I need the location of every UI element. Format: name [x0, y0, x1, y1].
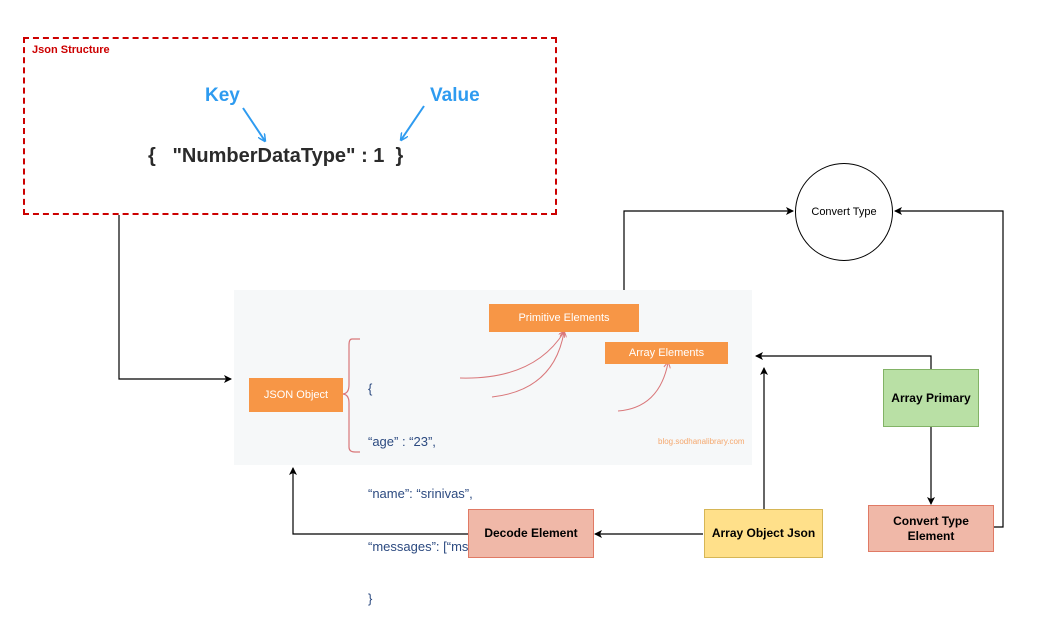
json-structure-group[interactable]: Json Structure — [23, 37, 557, 215]
convert-type-node[interactable]: Convert Type — [795, 163, 893, 261]
code-line: “name”: “srinivas”, — [368, 486, 473, 501]
key-label: Key — [205, 85, 240, 106]
arrow-messages-to-array — [617, 363, 668, 412]
array-elements-box: Array Elements — [605, 342, 728, 364]
code-sample: { “age” : “23”, “name”: “srinivas”, “mes… — [368, 345, 586, 625]
primitive-elements-box: Primitive Elements — [489, 304, 639, 332]
value-label: Value — [430, 85, 480, 106]
curly-bracket — [336, 338, 360, 453]
arrow-age-to-primitive — [459, 332, 564, 379]
watermark: blog.sodhanalibrary.com — [658, 437, 745, 446]
group-title: Json Structure — [32, 44, 110, 56]
convert-type-element-node[interactable]: Convert Type Element — [868, 505, 994, 552]
arrow-name-to-primitive — [491, 332, 564, 398]
edge-image-to-convert-type — [623, 207, 794, 290]
json-object-box: JSON Object — [249, 378, 343, 412]
edge-group-to-image — [118, 215, 232, 383]
edge-array-primary-to-image — [755, 352, 932, 370]
code-line: “age” : “23”, — [368, 433, 436, 449]
code-line: } — [368, 591, 373, 606]
json-object-image[interactable]: JSON Object Primitive Elements Array Ele… — [234, 290, 752, 465]
json-example-text: { "NumberDataType" : 1 } — [148, 145, 404, 167]
array-primary-node[interactable]: Array Primary — [883, 369, 979, 427]
decode-element-node[interactable]: Decode Element — [468, 509, 594, 558]
code-line: { — [368, 381, 373, 396]
array-object-json-node[interactable]: Array Object Json — [704, 509, 823, 558]
image-annotation-layer — [336, 290, 752, 453]
